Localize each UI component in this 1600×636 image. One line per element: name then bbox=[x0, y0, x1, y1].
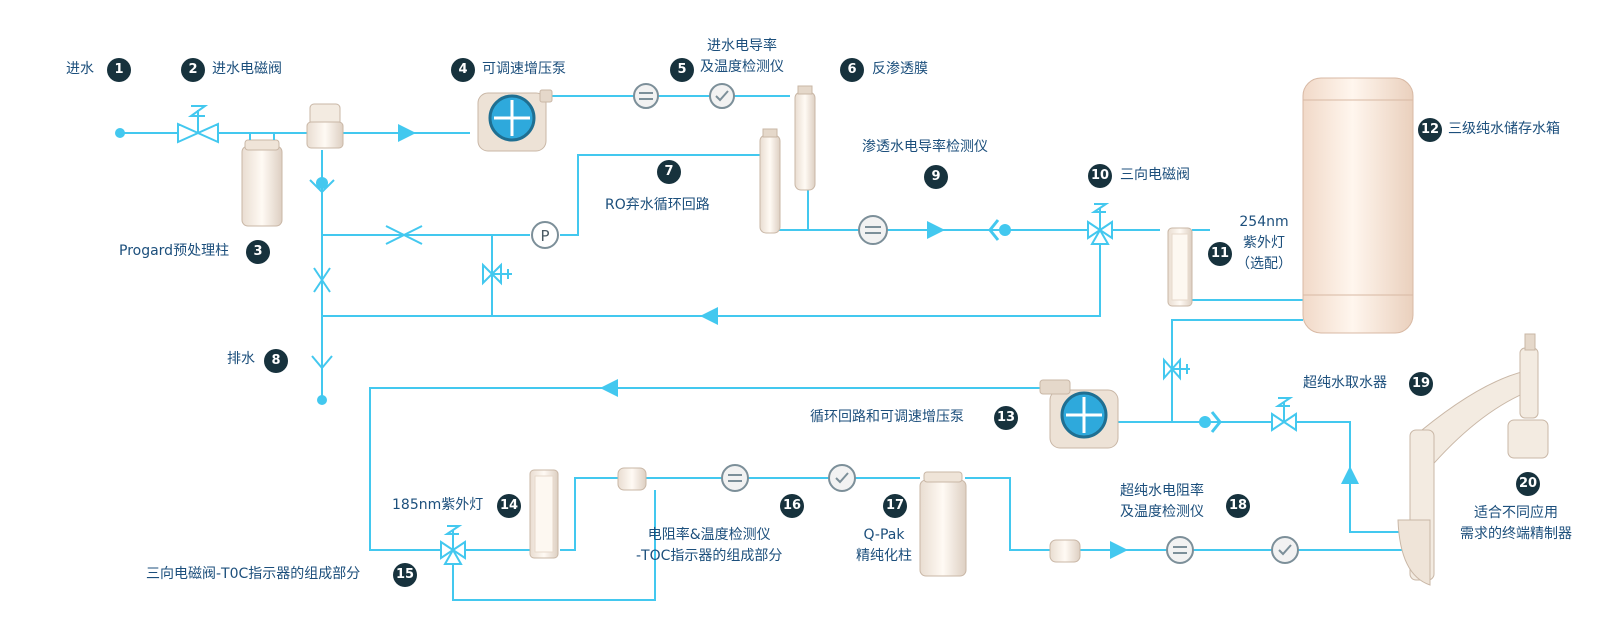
label-drain: 排水 bbox=[227, 351, 255, 367]
restrictor-horizontal-icon bbox=[385, 225, 423, 245]
dispenser-check-valve-icon bbox=[1199, 411, 1222, 433]
three-way-solenoid-valve-icon bbox=[1087, 203, 1113, 245]
badge-12: 12 bbox=[1418, 118, 1442, 142]
badge-11: 11 bbox=[1208, 242, 1232, 266]
ro-membrane-icon bbox=[759, 85, 816, 234]
pressure-gauge-icon: P bbox=[531, 221, 559, 249]
toc-three-way-valve-icon bbox=[440, 525, 466, 565]
label-inlet: 进水 bbox=[66, 61, 94, 77]
inlet-point bbox=[115, 128, 125, 138]
arrow-right-1 bbox=[398, 124, 416, 142]
qpak-cartridge-icon bbox=[919, 471, 967, 577]
drain-funnel-icon bbox=[311, 355, 333, 405]
prefilter-icon bbox=[306, 103, 344, 149]
badge-14: 14 bbox=[497, 494, 521, 518]
label-toc-three-way-valve: 三向电磁阀-T0C指示器的组成部分 bbox=[146, 566, 361, 582]
label-permeate-conductivity: 渗透水电导率检测仪 bbox=[862, 139, 988, 155]
flow-arrows bbox=[398, 124, 1359, 559]
label-booster-pump: 可调速增压泵 bbox=[482, 61, 566, 77]
label-inlet-conductivity: 进水电导率 及温度检测仪 bbox=[700, 38, 784, 75]
label-ro-membrane: 反渗透膜 bbox=[872, 61, 928, 77]
recirc-pump-icon bbox=[1039, 379, 1119, 449]
badge-17: 17 bbox=[883, 494, 907, 518]
progard-cartridge-icon bbox=[241, 133, 283, 227]
badge-20: 20 bbox=[1516, 472, 1540, 496]
label-final-resistivity: 超纯水电阻率 及温度检测仪 bbox=[1120, 483, 1204, 520]
label-uv-254: 254nm 紫外灯 （选配） bbox=[1236, 214, 1292, 272]
badge-13: 13 bbox=[994, 406, 1018, 430]
pipe-return bbox=[322, 240, 1101, 317]
arrow-left-recirc bbox=[600, 379, 618, 397]
label-qpak: Q-Pak 精纯化柱 bbox=[856, 527, 912, 564]
inlet-conductivity-sensor-icon bbox=[633, 83, 735, 109]
point-of-use-polisher-icon bbox=[1397, 333, 1549, 586]
label-recirc-pump: 循环回路和可调速增压泵 bbox=[810, 409, 964, 425]
inline-filter-icon bbox=[617, 467, 647, 491]
badge-8: 8 bbox=[264, 349, 288, 373]
pipe-toc-return bbox=[452, 490, 656, 601]
arrow-right-2 bbox=[927, 221, 945, 239]
permeate-check-valve-icon bbox=[988, 219, 1011, 241]
label-dispenser: 超纯水取水器 bbox=[1303, 375, 1387, 391]
pipe-bottom-loop bbox=[466, 477, 620, 551]
badge-5: 5 bbox=[670, 58, 694, 82]
badge-16: 16 bbox=[780, 494, 804, 518]
badge-7: 7 bbox=[657, 160, 681, 184]
label-storage-tank: 三级纯水储存水箱 bbox=[1448, 121, 1560, 137]
reject-valve-icon bbox=[482, 262, 512, 286]
dispenser-valve-icon bbox=[1271, 397, 1297, 432]
badge-18: 18 bbox=[1226, 494, 1250, 518]
toc-resistivity-sensor-icon bbox=[721, 464, 856, 492]
label-three-way-valve: 三向电磁阀 bbox=[1120, 167, 1190, 183]
badge-19: 19 bbox=[1409, 372, 1433, 396]
label-point-of-use-polisher: 适合不同应用 需求的终端精制器 bbox=[1460, 505, 1572, 542]
storage-tank-icon bbox=[1302, 77, 1414, 334]
check-valve-drain-icon bbox=[309, 177, 335, 194]
badge-10: 10 bbox=[1088, 164, 1112, 188]
inlet-solenoid-valve-icon bbox=[177, 105, 219, 144]
pipe-recirc-top bbox=[369, 387, 1040, 551]
badge-3: 3 bbox=[246, 240, 270, 264]
label-ro-reject-loop: RO弃水循环回路 bbox=[605, 197, 710, 213]
pipe-uv-to-tank bbox=[1192, 229, 1303, 301]
badge-2: 2 bbox=[181, 58, 205, 82]
tank-outlet-valve-icon bbox=[1163, 357, 1190, 381]
uv-lamp-185-icon bbox=[529, 469, 559, 559]
badge-6: 6 bbox=[840, 58, 864, 82]
label-toc-resistivity: 电阻率&温度检测仪 -TOC指示器的组成部分 bbox=[636, 527, 783, 564]
badge-15: 15 bbox=[393, 563, 417, 587]
badge-1: 1 bbox=[107, 58, 131, 82]
booster-pump-icon bbox=[477, 89, 553, 152]
permeate-conductivity-sensor-icon bbox=[858, 215, 888, 245]
final-filter-icon bbox=[1049, 539, 1081, 563]
label-progard: Progard预处理柱 bbox=[119, 243, 230, 259]
badge-9: 9 bbox=[924, 165, 948, 189]
label-inlet-solenoid: 进水电磁阀 bbox=[212, 61, 282, 77]
arrow-right-final bbox=[1110, 541, 1128, 559]
pipe-tank-outlet bbox=[1171, 319, 1303, 422]
arrow-up-dispenser bbox=[1341, 466, 1359, 484]
uv-lamp-254-icon bbox=[1167, 227, 1193, 307]
pipe-qpak-out bbox=[965, 477, 1050, 551]
restrictor-icon bbox=[313, 267, 331, 293]
final-resistivity-sensor-icon bbox=[1166, 536, 1299, 564]
badge-4: 4 bbox=[451, 58, 475, 82]
label-uv-185: 185nm紫外灯 bbox=[392, 497, 484, 513]
pressure-gauge-symbol: P bbox=[540, 227, 549, 245]
arrow-left-return bbox=[700, 307, 718, 325]
pipe-ro-reject bbox=[322, 154, 760, 236]
